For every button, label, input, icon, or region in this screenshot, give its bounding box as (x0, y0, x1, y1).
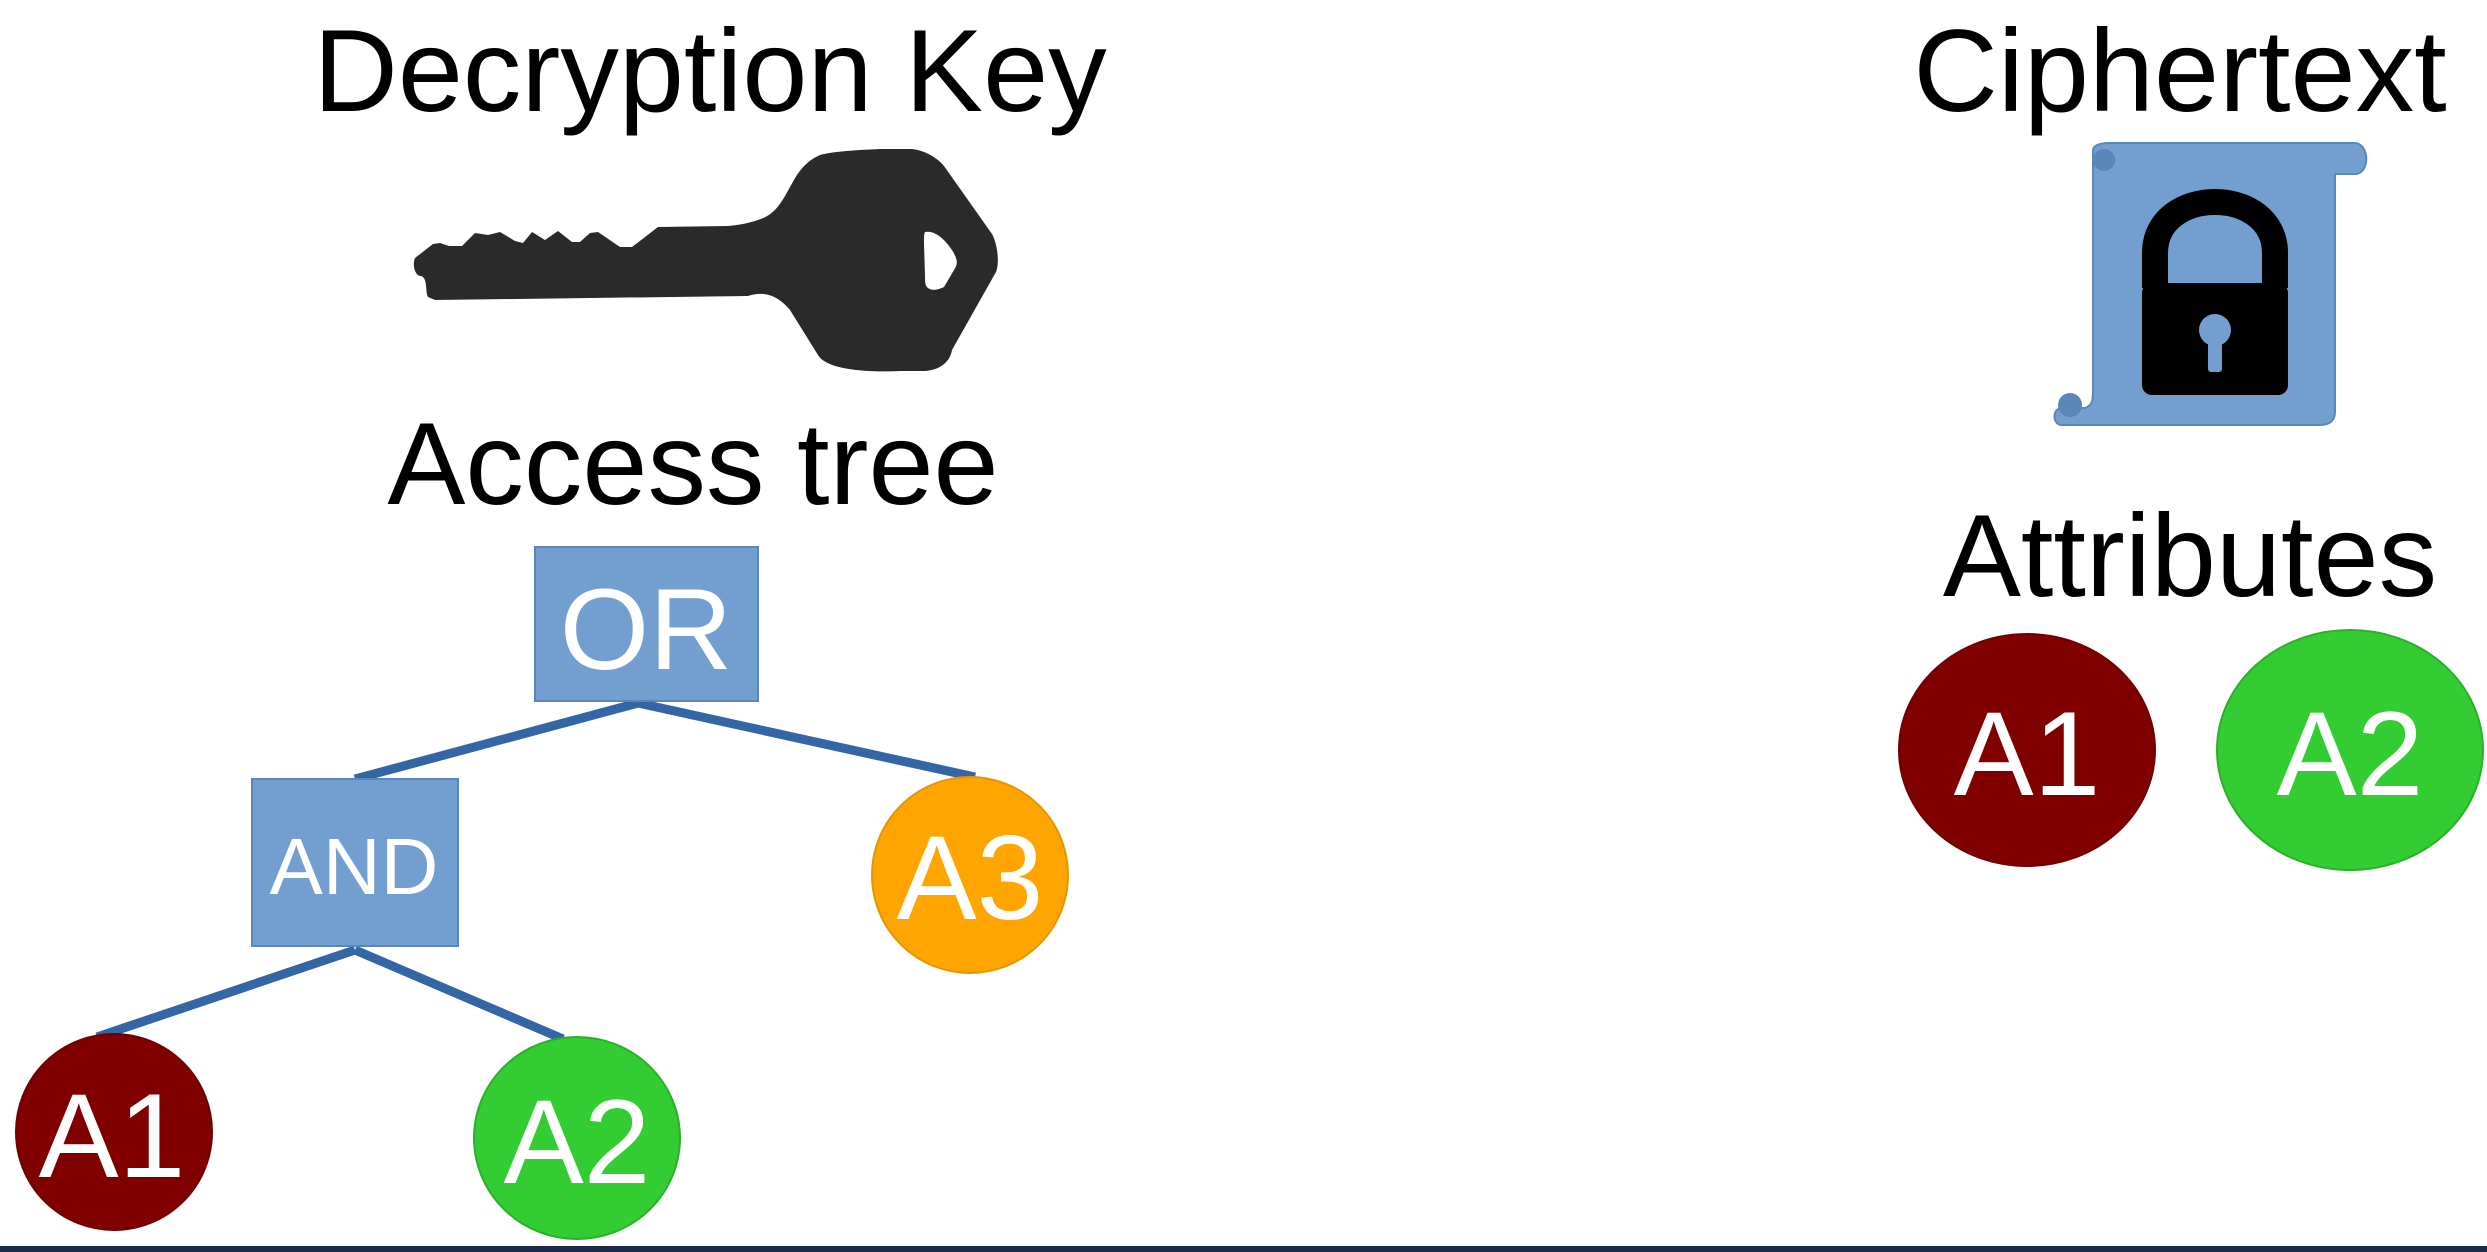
decryption-key-title: Decryption Key (313, 5, 1107, 136)
ciphertext-title: Ciphertext (1913, 5, 2447, 136)
edge-and-a1 (95, 945, 357, 1042)
and-gate-label: AND (270, 822, 439, 911)
leaf-a1-node: A1 (15, 1033, 213, 1231)
tree-edges (95, 698, 976, 1044)
locked-scroll-icon (2053, 142, 2368, 426)
attribute-a1: A1 (1898, 633, 2156, 867)
edge-or-and (353, 698, 640, 784)
lock-keyhole (2199, 314, 2231, 346)
edge-or-a3 (637, 698, 976, 782)
or-gate-label: OR (560, 566, 733, 694)
lock-shackle (2142, 189, 2288, 288)
key-icon (413, 149, 998, 372)
leaf-a2-node: A2 (473, 1036, 681, 1240)
bottom-divider (0, 1246, 2487, 1252)
attribute-a2: A2 (2216, 629, 2484, 871)
and-gate-node: AND (251, 778, 459, 947)
key-body (413, 149, 998, 372)
leaf-a3-label: A3 (897, 811, 1044, 945)
leaf-a1-label: A1 (39, 1069, 186, 1203)
attribute-a2-label: A2 (2277, 687, 2424, 821)
leaf-a3-node: A3 (871, 776, 1069, 974)
leaf-a2-label: A2 (504, 1075, 651, 1209)
edge-and-a2 (353, 945, 565, 1044)
or-gate-node: OR (534, 546, 759, 702)
attribute-a1-label: A1 (1954, 687, 2101, 821)
attributes-title: Attributes (1942, 490, 2438, 621)
access-tree-title: Access tree (387, 398, 999, 529)
